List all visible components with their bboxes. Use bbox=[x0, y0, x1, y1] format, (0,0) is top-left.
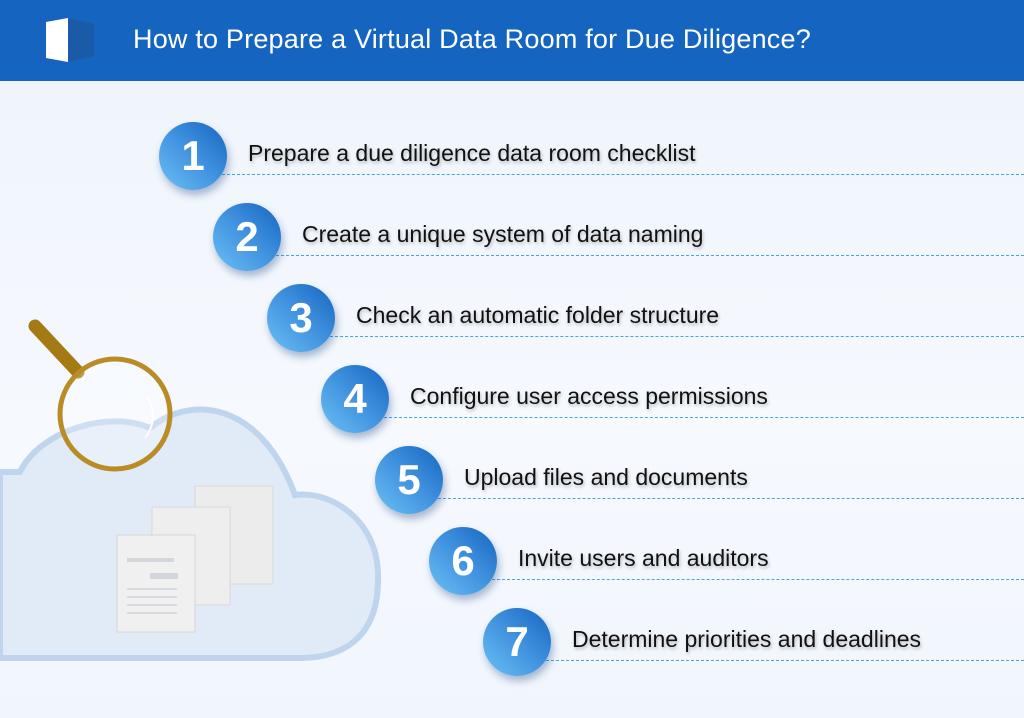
step-number-badge: 2 bbox=[213, 203, 281, 271]
document-stack-icon bbox=[116, 485, 274, 633]
step-label: Upload files and documents bbox=[464, 464, 748, 490]
step-number-badge: 7 bbox=[483, 608, 551, 676]
step-number-badge: 1 bbox=[159, 122, 227, 190]
step-label: Configure user access permissions bbox=[410, 383, 768, 409]
step-label: Invite users and auditors bbox=[518, 545, 769, 571]
step-label: Create a unique system of data naming bbox=[302, 221, 704, 247]
step-label: Check an automatic folder structure bbox=[356, 302, 720, 328]
cube-logo-icon bbox=[46, 18, 94, 62]
page-title: How to Prepare a Virtual Data Room for D… bbox=[133, 24, 811, 54]
header-banner: How to Prepare a Virtual Data Room for D… bbox=[0, 0, 1024, 81]
magnifying-glass-icon bbox=[28, 319, 173, 472]
step-label: Prepare a due diligence data room checkl… bbox=[248, 140, 696, 166]
step-number-badge: 6 bbox=[429, 527, 497, 595]
step-number-badge: 4 bbox=[321, 365, 389, 433]
step-number-badge: 3 bbox=[267, 284, 335, 352]
cloud-documents-illustration bbox=[0, 319, 382, 661]
step-number-badge: 5 bbox=[375, 446, 443, 514]
step-label: Determine priorities and deadlines bbox=[572, 626, 922, 652]
